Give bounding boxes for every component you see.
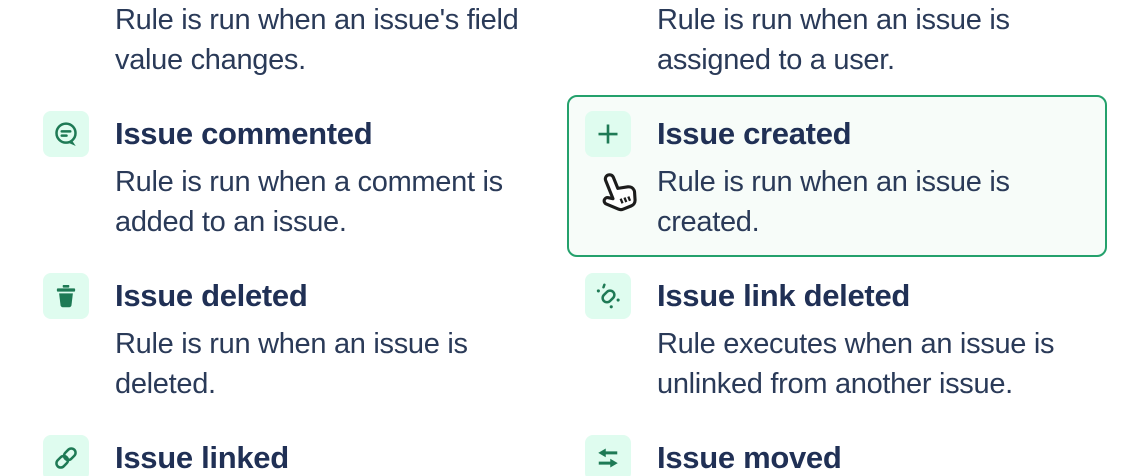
trigger-desc-line: assigned to a user. — [657, 44, 895, 76]
trigger-desc-line: added to an issue. — [115, 206, 347, 238]
trigger-desc-line: created. — [657, 206, 760, 238]
trigger-title: Issue linked — [115, 440, 289, 475]
trigger-desc-line: Rule is run when an issue is — [657, 166, 1010, 198]
trigger-description: Rule is run when an issue's field value … — [115, 0, 519, 80]
trigger-description: Rule is run when an issue is created. — [657, 162, 1010, 242]
trigger-title: Issue moved — [657, 440, 842, 475]
trigger-desc-line: value changes. — [115, 44, 306, 76]
comment-icon — [43, 111, 89, 157]
swap-arrows-icon — [585, 435, 631, 476]
trigger-title: Issue created — [657, 116, 852, 151]
link-icon — [43, 435, 89, 476]
trigger-card-issue-commented[interactable]: Issue commented Rule is run when a comme… — [25, 95, 565, 257]
trigger-grid: Rule is run when an issue's field value … — [25, 0, 1107, 476]
trigger-description: Rule executes when an issue is unlinked … — [657, 324, 1055, 404]
trigger-desc-line: Rule is run when a comment is — [115, 166, 503, 198]
trash-icon — [43, 273, 89, 319]
trigger-card-issue-link-deleted[interactable]: Issue link deleted Rule executes when an… — [567, 257, 1107, 419]
trigger-card-issue-created[interactable]: Issue created Rule is run when an issue … — [567, 95, 1107, 257]
trigger-desc-line: Rule is run when an issue is — [657, 4, 1010, 36]
trigger-desc-line: Rule is run when an issue's field — [115, 4, 519, 36]
trigger-card-issue-assigned[interactable]: Rule is run when an issue is assigned to… — [567, 0, 1107, 95]
trigger-desc-line: Rule executes when an issue is — [657, 328, 1055, 360]
trigger-desc-line: unlinked from another issue. — [657, 368, 1013, 400]
trigger-desc-line: deleted. — [115, 368, 216, 400]
broken-link-icon — [585, 273, 631, 319]
trigger-desc-line: Rule is run when an issue is — [115, 328, 468, 360]
trigger-title: Issue commented — [115, 116, 373, 151]
trigger-title: Issue deleted — [115, 278, 308, 313]
trigger-card-issue-moved[interactable]: Issue moved — [567, 419, 1107, 476]
trigger-card-field-value-changed[interactable]: Rule is run when an issue's field value … — [25, 0, 565, 95]
trigger-description: Rule is run when an issue is assigned to… — [657, 0, 1010, 80]
plus-icon — [585, 111, 631, 157]
trigger-title: Issue link deleted — [657, 278, 911, 313]
trigger-card-issue-linked[interactable]: Issue linked — [25, 419, 565, 476]
trigger-description: Rule is run when a comment is added to a… — [115, 162, 503, 242]
trigger-description: Rule is run when an issue is deleted. — [115, 324, 468, 404]
trigger-card-issue-deleted[interactable]: Issue deleted Rule is run when an issue … — [25, 257, 565, 419]
